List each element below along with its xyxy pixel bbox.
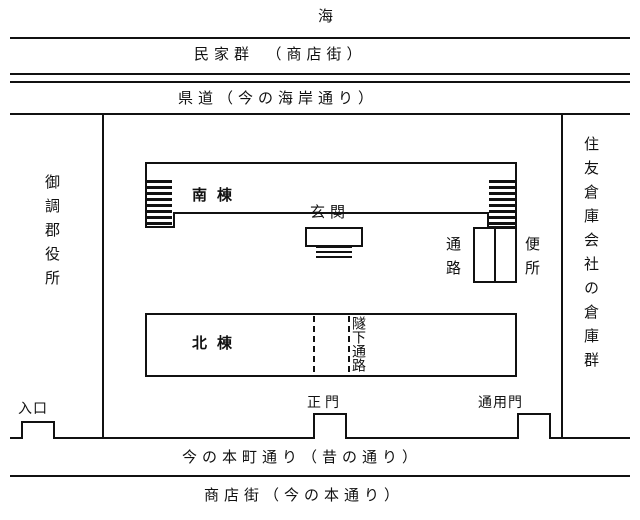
underground-passage-label: 隧下通路 xyxy=(350,316,366,372)
service-gate-label: 通用門 xyxy=(478,395,523,411)
passage-label: 通路 xyxy=(444,236,462,284)
east-stairs-icon xyxy=(489,180,515,225)
north-wing-label: 北棟 xyxy=(192,334,243,352)
west-stairs-icon xyxy=(146,180,172,225)
south-wing-building xyxy=(145,162,517,228)
shopping-street-label: 商店街（今の本通り） xyxy=(204,486,405,504)
sea-label: 海 xyxy=(318,7,339,25)
district-office-label: 御調郡役所 xyxy=(43,174,61,294)
south-wall-with-gates xyxy=(10,413,630,439)
warehouses-label: 住友倉庫会社の倉庫群 xyxy=(582,136,600,376)
prefectural-road-label: 県道（今の海岸通り） xyxy=(178,89,379,107)
houses-label: 民家群 （商店街） xyxy=(194,45,367,63)
honmachi-street-label: 今の本町通り（昔の通り） xyxy=(182,448,423,466)
entrance-hall-label: 玄関 xyxy=(310,203,351,221)
entrance-label: 入口 xyxy=(18,401,48,417)
north-wing-building xyxy=(145,313,517,377)
main-gate-label: 正門 xyxy=(307,395,343,411)
toilet-label: 便所 xyxy=(523,236,541,284)
south-wing-label: 南棟 xyxy=(192,186,243,204)
entrance-porch xyxy=(305,227,363,247)
entrance-steps-icon xyxy=(316,246,352,258)
